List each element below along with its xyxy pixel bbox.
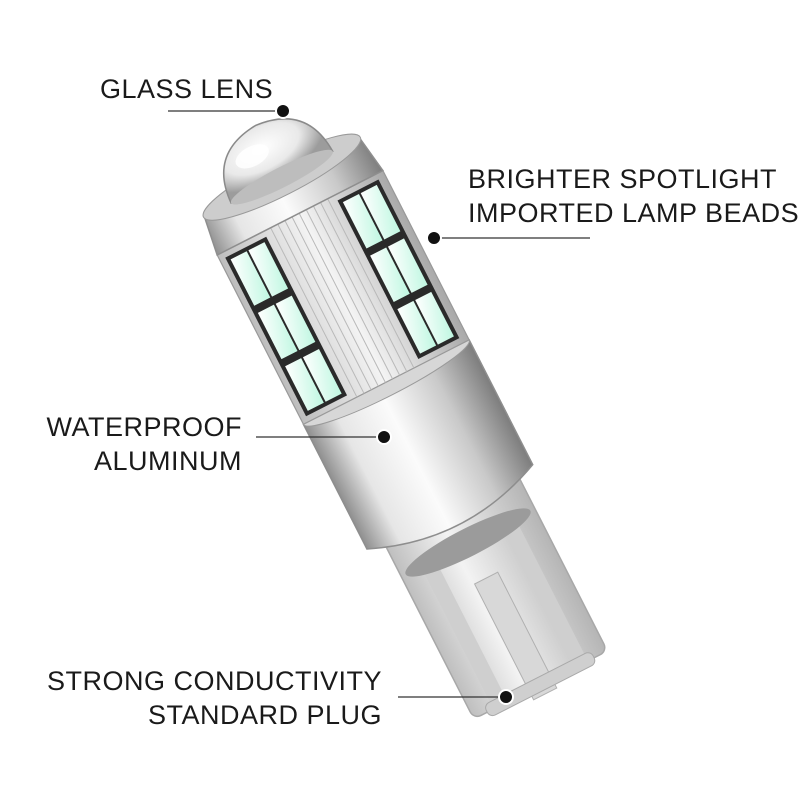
led-strip-left	[225, 236, 348, 417]
callout-glass-lens: GLASS LENS	[100, 72, 273, 106]
led-section	[216, 169, 470, 426]
callout-spotlight: BRIGHTER SPOTLIGHT IMPORTED LAMP BEADS	[468, 162, 799, 230]
led-strip-right	[337, 179, 460, 360]
callout-leaders	[168, 103, 590, 705]
callout-aluminum-line2: ALUMINUM	[93, 446, 242, 476]
glass-lens	[222, 118, 334, 205]
bulb-body	[202, 118, 606, 718]
callout-plug: STRONG CONDUCTIVITY STANDARD PLUG	[40, 664, 382, 732]
callout-aluminum: WATERPROOF ALUMINUM	[46, 410, 242, 478]
callout-spotlight-line2: IMPORTED LAMP BEADS	[468, 198, 800, 228]
callout-plug-line2: STANDARD PLUG	[147, 700, 382, 730]
callout-glass-lens-line1: GLASS LENS	[100, 74, 274, 104]
callout-plug-line1: STRONG CONDUCTIVITY	[46, 666, 382, 696]
callout-spotlight-line1: BRIGHTER SPOTLIGHT	[468, 164, 778, 194]
callout-aluminum-line1: WATERPROOF	[46, 412, 242, 442]
